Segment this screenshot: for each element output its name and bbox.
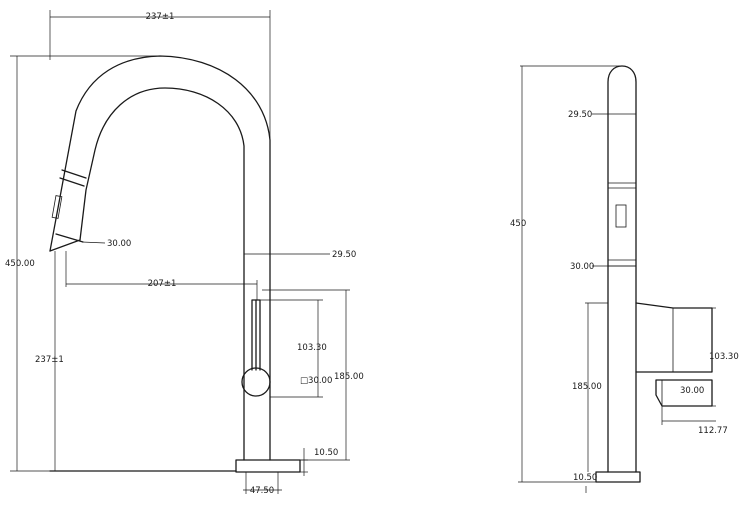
side-spray-button <box>615 204 627 228</box>
side-view: 450 29.50 30.00 185.00 103.30 30.00 112.… <box>510 65 739 493</box>
front-view: 237±1 450.00 30.00 29.50 207±1 237±1 <box>5 10 364 496</box>
side-base-height-label: 10.50 <box>573 473 597 483</box>
front-spray-head-dia-label: 30.00 <box>107 239 131 249</box>
front-body-dia-label: 29.50 <box>332 250 356 260</box>
front-spray-button <box>51 195 63 219</box>
front-spout-height-label: 237±1 <box>35 355 64 365</box>
front-spray-head <box>49 169 87 252</box>
side-base <box>595 471 641 483</box>
side-handle-dia-label: 30.00 <box>680 386 704 396</box>
side-handle-knob <box>655 379 713 407</box>
front-base-width-label: 47.50 <box>250 486 274 496</box>
side-body <box>607 65 637 473</box>
side-handle-height-label: 103.30 <box>709 352 739 362</box>
side-faucet-outline <box>595 65 713 483</box>
side-handle <box>635 302 713 373</box>
front-base-height-label: 10.50 <box>314 448 338 458</box>
front-dimensions: 237±1 450.00 30.00 29.50 207±1 237±1 <box>5 10 364 496</box>
front-overall-height-label: 450.00 <box>5 259 35 269</box>
front-handle-square-label: □30.00 <box>300 376 332 386</box>
front-overall-width-label: 237±1 <box>146 12 175 22</box>
side-dimensions: 450 29.50 30.00 185.00 103.30 30.00 112.… <box>510 65 739 493</box>
side-head-dia-label: 30.00 <box>570 262 594 272</box>
front-handle-height-label: 103.30 <box>297 343 327 353</box>
front-reach-label: 207±1 <box>148 279 177 289</box>
side-handle-length-label: 112.77 <box>698 426 728 436</box>
front-base <box>235 459 301 473</box>
side-top-dia-label: 29.50 <box>568 110 592 120</box>
side-overall-height-label: 450 <box>510 219 526 229</box>
front-handle-top-height-label: 185.00 <box>334 372 364 382</box>
side-handle-axis-height-label: 185.00 <box>572 382 602 392</box>
front-handle-knob <box>241 367 271 397</box>
front-gooseneck <box>49 55 271 461</box>
front-faucet-outline <box>49 55 301 473</box>
